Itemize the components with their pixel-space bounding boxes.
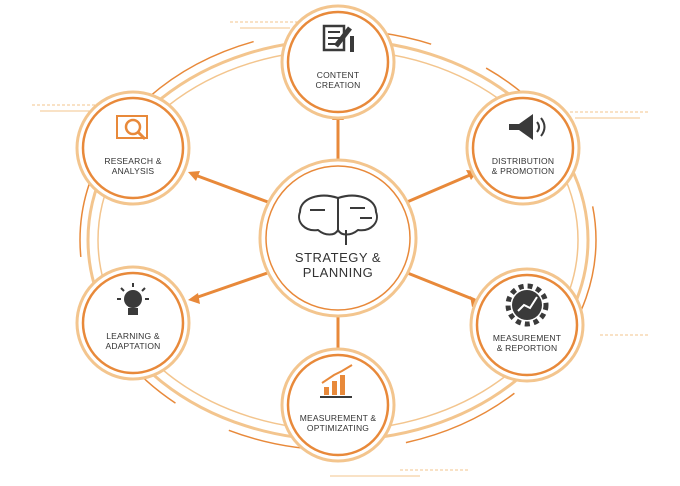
- node-label-line1: RESEARCH &: [104, 156, 162, 166]
- node-1: [465, 90, 581, 206]
- node-label: LEARNING &ADAPTATION: [78, 331, 188, 351]
- center-label: STRATEGY & PLANNING: [268, 250, 408, 280]
- decorative-lines: [32, 21, 650, 477]
- node-label-line2: & REPORTION: [496, 343, 558, 353]
- brain-circuit-icon: [298, 194, 378, 245]
- node-0: [280, 4, 396, 120]
- node-label-line2: OPTIMIZATING: [306, 423, 370, 433]
- node-2: [469, 267, 585, 383]
- node-label-line1: LEARNING &: [106, 331, 160, 341]
- node-label-line1: CONTENT: [316, 70, 360, 80]
- node-4: [75, 265, 191, 381]
- node-label: MEASUREMENT& REPORTION: [472, 333, 582, 353]
- node-label: DISTRIBUTION& PROMOTION: [468, 156, 578, 176]
- megaphone-icon: [509, 114, 546, 140]
- node-label-line1: MEASUREMENT: [492, 333, 562, 343]
- spokes: [194, 118, 476, 350]
- node-label-line1: MEASUREMENT &: [299, 413, 377, 423]
- lightbulb-icon: [117, 283, 149, 315]
- node-3: [280, 347, 396, 463]
- node-5: [75, 90, 191, 206]
- node-label-line2: & PROMOTION: [491, 166, 555, 176]
- node-circles: [75, 4, 585, 463]
- node-label: RESEARCH &ANALYSIS: [78, 156, 188, 176]
- document-pencil-icon: [322, 24, 354, 52]
- node-label-line2: CREATION: [315, 80, 361, 90]
- center-circle: [258, 158, 418, 318]
- center-label-line1: STRATEGY &: [294, 250, 382, 265]
- node-label: MEASUREMENT &OPTIMIZATING: [283, 413, 393, 433]
- magnifier-document-icon: [116, 115, 148, 141]
- node-label-line2: ADAPTATION: [105, 341, 161, 351]
- bar-chart-icon: [320, 364, 353, 398]
- center-label-line2: PLANNING: [302, 265, 374, 280]
- gear-chart-icon: [505, 283, 549, 327]
- node-label-line1: DISTRIBUTION: [491, 156, 555, 166]
- node-label-line2: ANALYSIS: [111, 166, 155, 176]
